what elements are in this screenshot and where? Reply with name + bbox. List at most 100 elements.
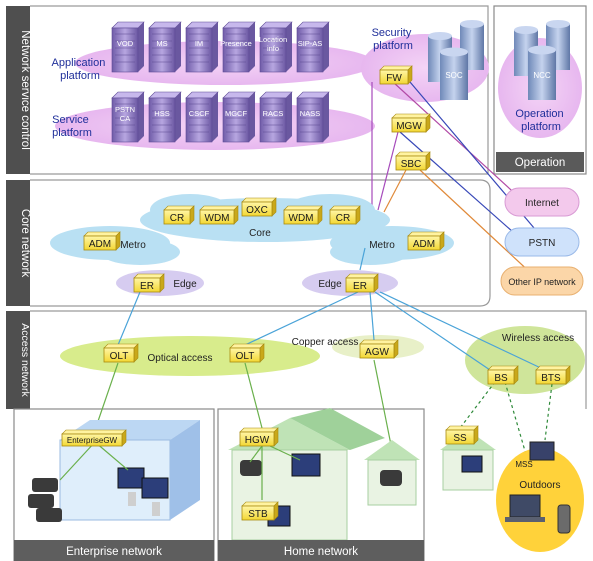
server-label: RACS [263,109,284,118]
cr-node-left-label: CR [170,213,184,224]
mgw-node: MGW [391,113,431,133]
er-node-left: ER [133,273,165,293]
section-bar-access-network: Access network [6,311,31,409]
server-tower: Presence [220,21,256,73]
internet-cloud: Internet [504,187,580,217]
section-bar-network-service-control: Network service control [6,6,31,174]
server-label: CSCF [189,109,210,118]
wdm-node-right-label: WDM [289,213,314,224]
hgw-node-label: HGW [245,435,270,446]
server-tower: CSCF [185,91,219,143]
bs-node: BS [487,365,519,385]
enterprise-network-title-bar [14,540,214,561]
server-tower: MGCF [222,91,256,143]
application-platform-label: Application platform [52,57,109,82]
er-node-left-label: ER [140,281,154,292]
wireless-access-label: Wireless access [502,333,574,344]
mgw-node-label: MGW [396,121,422,132]
home-network-title-bar [218,540,424,561]
operation-title-bar [496,152,584,172]
agw-node-label: AGW [365,347,389,358]
server-tower: HSS [148,91,182,143]
server-tower: NASS [296,91,330,143]
network-links [117,247,546,371]
section-label-core-network: Core network [19,209,31,278]
server-label: NASS [300,109,320,118]
metro-cloud-right [330,226,454,265]
metro-label-left: Metro [120,240,146,251]
adm-node-left-label: ADM [89,239,111,250]
tv-monitor-icon [291,453,321,477]
server-label: HSS [154,109,169,118]
server-label: MS [156,39,167,48]
server-tower: RACS [259,91,293,143]
pstn-label: PSTN [529,238,556,249]
edge-label-left: Edge [173,279,197,290]
metro-label-right: Metro [369,240,395,251]
fw-node: FW [379,65,413,85]
olt-node-right-label: OLT [236,351,255,362]
server-tower: MS [148,21,182,73]
enterprise-gw-node-label: EnterpriseGW [67,436,118,445]
outdoors-zone: Outdoors MSS [496,441,584,552]
server-label: VOD [117,39,134,48]
laptop-icon [509,494,541,518]
server-tower: IM [185,21,219,73]
agw-node: AGW [359,339,399,359]
ss-node-label: SS [453,433,467,444]
wdm-node-left: WDM [199,205,239,225]
section-label-access-network: Access network [19,323,31,397]
stb-node-label: STB [248,509,268,520]
olt-node-left-label: OLT [110,351,129,362]
other-ip-network-cloud: Other IP network [500,266,584,296]
section-bar-core-network: Core network [6,180,31,306]
home-network-title: Home network [284,546,358,558]
soc-label: SOC [445,71,463,80]
access-network-frame [30,310,587,409]
bts-node: BTS [535,365,571,385]
ncc-label: NCC [533,71,551,80]
sbc-node: SBC [395,151,431,171]
operation-platform-label: Operation platform [515,108,566,133]
mss-label: MSS [515,460,532,469]
enterprise-gw-node: EnterpriseGW [61,429,127,447]
optical-access-label: Optical access [147,353,212,364]
copper-access-label: Copper access [292,337,359,348]
enterprise-network-title: Enterprise network [66,546,162,558]
security-platform-label: Security platform [372,27,415,52]
adm-node-right: ADM [407,231,445,251]
olt-node-right: OLT [229,343,265,363]
er-node-right: ER [345,273,379,293]
service-platform-label: Service platform [52,114,92,139]
olt-node-left: OLT [103,343,139,363]
telephone-icon [380,470,402,486]
outdoors-label: Outdoors [519,480,560,491]
sbc-node-label: SBC [401,159,422,170]
server-label: SIP-AS [298,39,323,48]
mss-device-icon [529,441,555,461]
wireless-links [459,381,553,521]
ip-phone-icon [28,478,62,522]
core-network-frame [30,179,491,307]
desktop-computer-icon [461,455,483,473]
cr-node-right: CR [329,205,361,225]
cr-node-left: CR [163,205,195,225]
stb-node: STB [241,501,279,521]
mobile-phone-icon [557,504,571,534]
telephone-icon [240,460,262,476]
hgw-node: HGW [239,427,279,447]
server-label: MGCF [225,109,247,118]
internet-label: Internet [525,198,559,209]
adm-node-right-label: ADM [413,239,435,250]
pstn-cloud: PSTN [504,227,580,257]
fw-node-label: FW [386,73,402,84]
operation-title: Operation [515,157,566,169]
wdm-node-right: WDM [283,205,323,225]
